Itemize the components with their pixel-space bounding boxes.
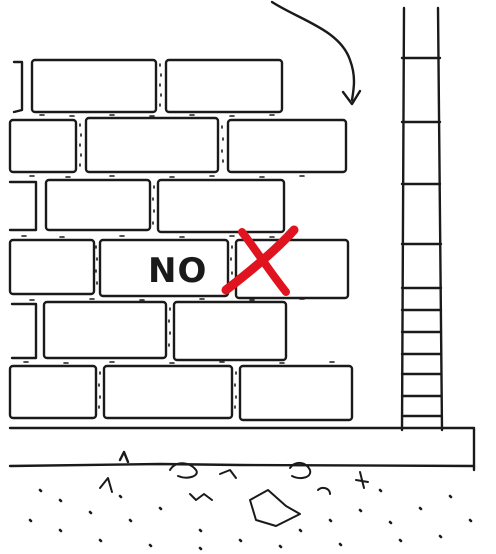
brick — [10, 366, 96, 418]
no-label: NO — [148, 251, 207, 291]
brick — [228, 120, 346, 172]
brick — [10, 240, 94, 294]
ground-debris — [100, 463, 368, 526]
brick — [10, 120, 76, 172]
brick — [158, 180, 284, 232]
ground — [10, 428, 474, 470]
brick — [104, 366, 232, 418]
brick — [166, 60, 282, 112]
brick — [240, 366, 352, 420]
brick — [32, 60, 156, 112]
arrow-icon — [272, 2, 360, 104]
brick — [44, 302, 166, 358]
brick-wall — [10, 60, 352, 420]
brick — [46, 180, 150, 230]
ladder-icon — [402, 8, 442, 430]
brick — [174, 302, 286, 360]
brick — [86, 118, 218, 172]
